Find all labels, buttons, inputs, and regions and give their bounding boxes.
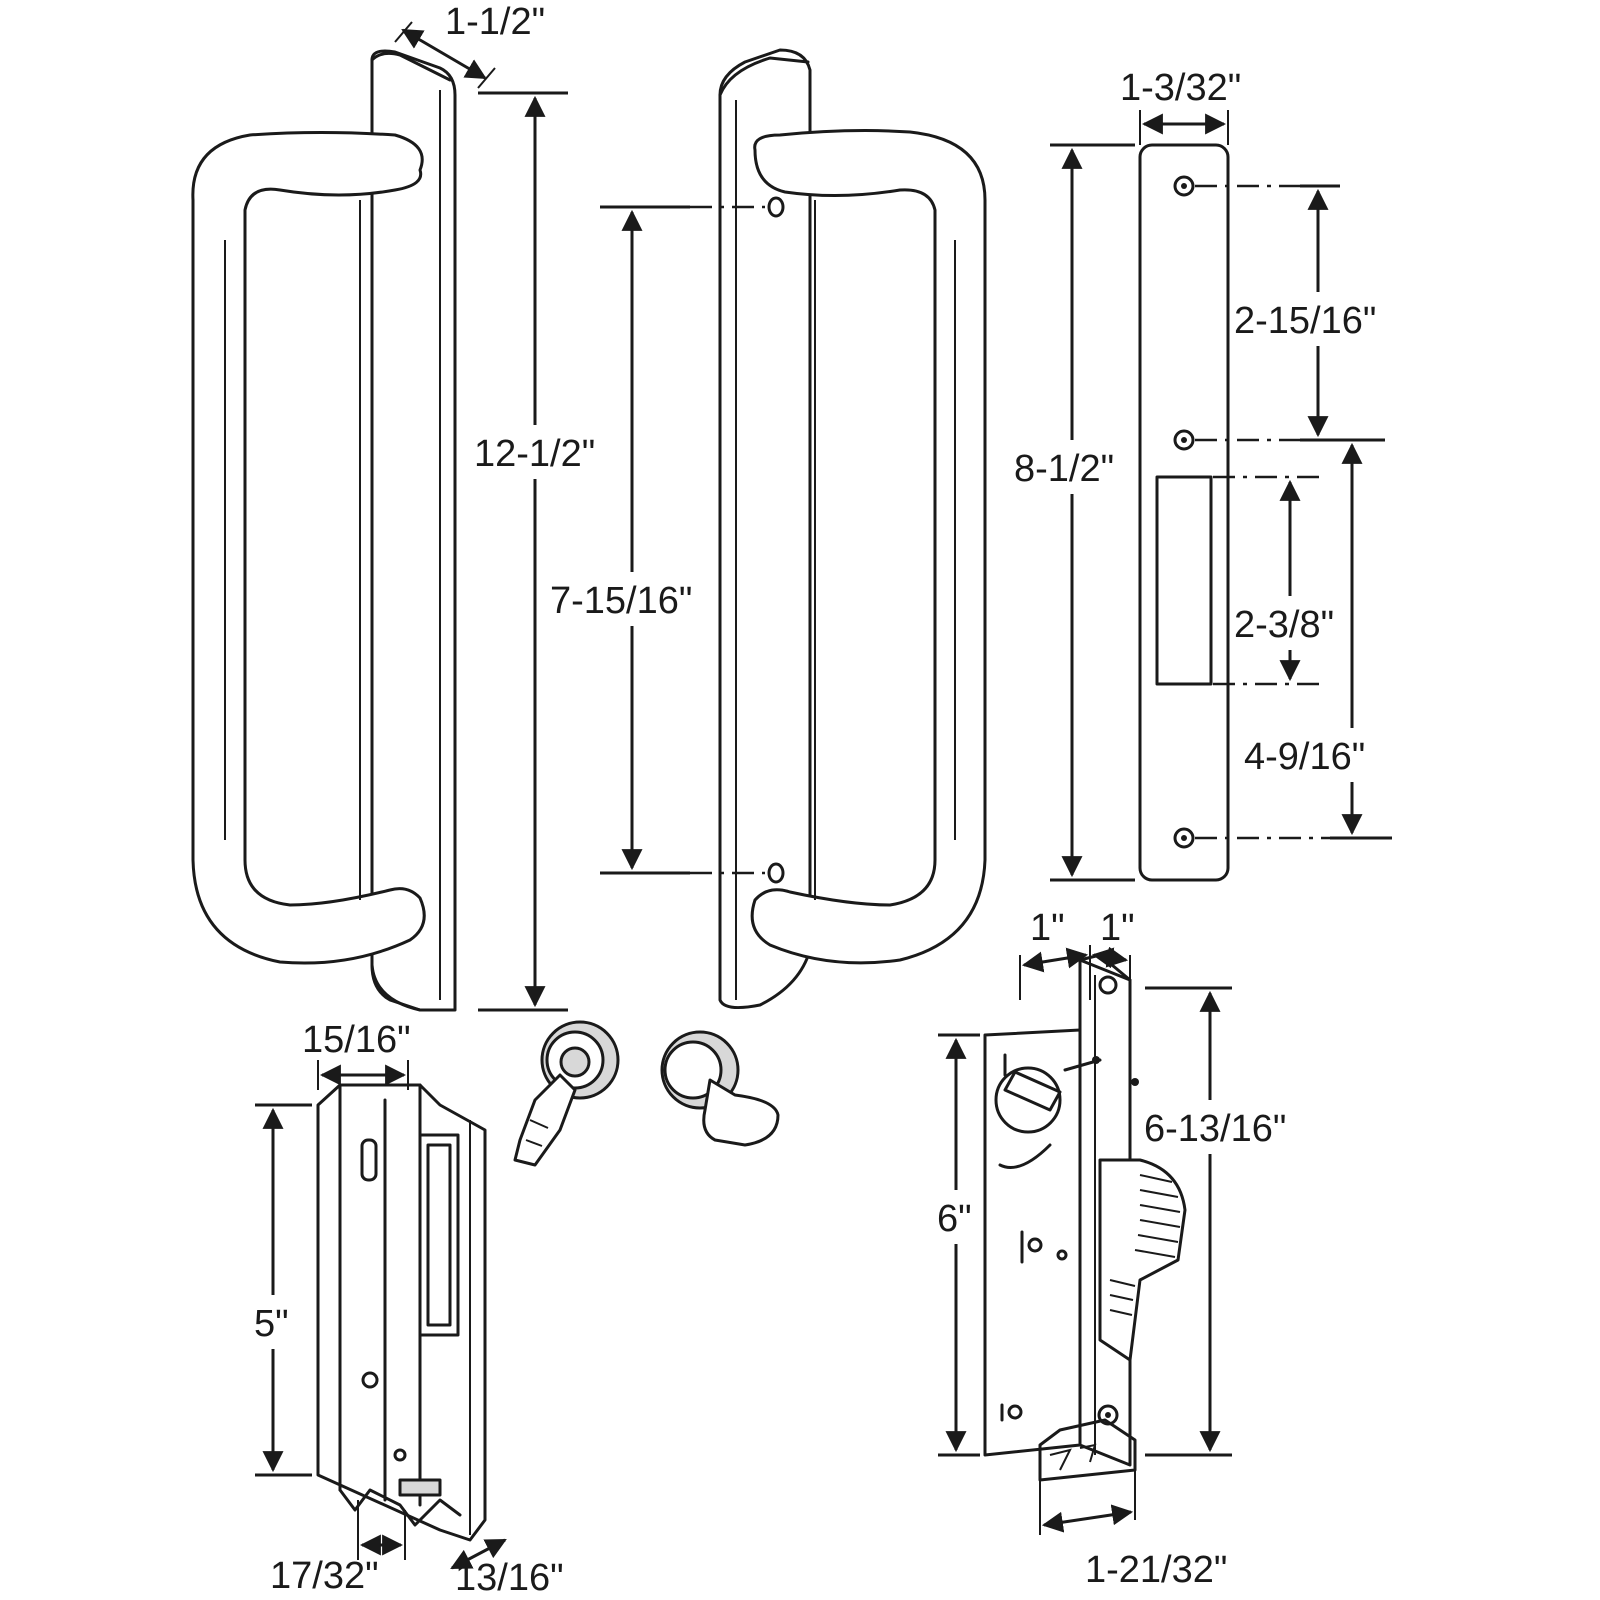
keeper-bottom-dimensions: 17/32" 13/16" xyxy=(270,1500,564,1599)
handle-length-dimension: 12-1/2" xyxy=(470,91,610,1012)
lock-face-left-label: 1" xyxy=(1030,907,1065,949)
hole-spacing-label: 7-15/16" xyxy=(550,580,692,622)
keeper xyxy=(316,1083,487,1542)
lock-face-dimensions: 1" 1" xyxy=(1019,907,1135,1000)
thumbturn-cylinder xyxy=(660,1030,780,1147)
handle-width-dimension: 1-1/2" xyxy=(394,1,545,89)
lock-face-right-label: 1" xyxy=(1100,907,1135,949)
lower-hole-spacing-label: 4-9/16" xyxy=(1244,736,1365,778)
lock-face-height-label: 6-13/16" xyxy=(1144,1108,1286,1150)
keeper-width-dimension: 15/16" xyxy=(302,1019,411,1090)
lock-body-height-label: 6" xyxy=(937,1198,972,1240)
keeper-width-label: 15/16" xyxy=(302,1019,411,1061)
handle-width-label: 1-1/2" xyxy=(445,1,545,43)
plate-length-dimension: 8-1/2" xyxy=(1012,143,1135,882)
lock-depth-dimension: 1-21/32" xyxy=(1039,1470,1227,1591)
lock-body-height-dimension: 6" xyxy=(935,1033,980,1457)
plate-width-label: 1-3/32" xyxy=(1120,67,1241,109)
left-handle xyxy=(191,49,457,1012)
keeper-bottom-right-label: 13/16" xyxy=(455,1557,564,1599)
keeper-bottom-left-label: 17/32" xyxy=(270,1555,379,1597)
strike-plate xyxy=(1138,143,1230,882)
plate-length-label: 8-1/2" xyxy=(1014,448,1114,490)
keeper-height-label: 5" xyxy=(254,1303,289,1345)
mortise-lock xyxy=(983,953,1187,1482)
hole-spacing-dimension: 7-15/16" xyxy=(548,205,765,875)
keeper-height-dimension: 5" xyxy=(252,1103,312,1477)
lock-face-height-dimension: 6-13/16" xyxy=(1142,986,1310,1457)
right-handle xyxy=(718,48,987,1010)
lower-hole-spacing-dimension: 4-9/16" xyxy=(1195,442,1392,840)
upper-hole-spacing-dimension: 2-15/16" xyxy=(1195,184,1402,442)
key-cylinder xyxy=(513,1020,620,1167)
upper-hole-spacing-label: 2-15/16" xyxy=(1234,300,1376,342)
lock-depth-label: 1-21/32" xyxy=(1085,1549,1227,1591)
slot-length-dimension: 2-3/8" xyxy=(1213,475,1352,686)
plate-width-dimension: 1-3/32" xyxy=(1120,67,1241,145)
handle-length-label: 12-1/2" xyxy=(474,433,595,475)
slot-length-label: 2-3/8" xyxy=(1234,604,1334,646)
